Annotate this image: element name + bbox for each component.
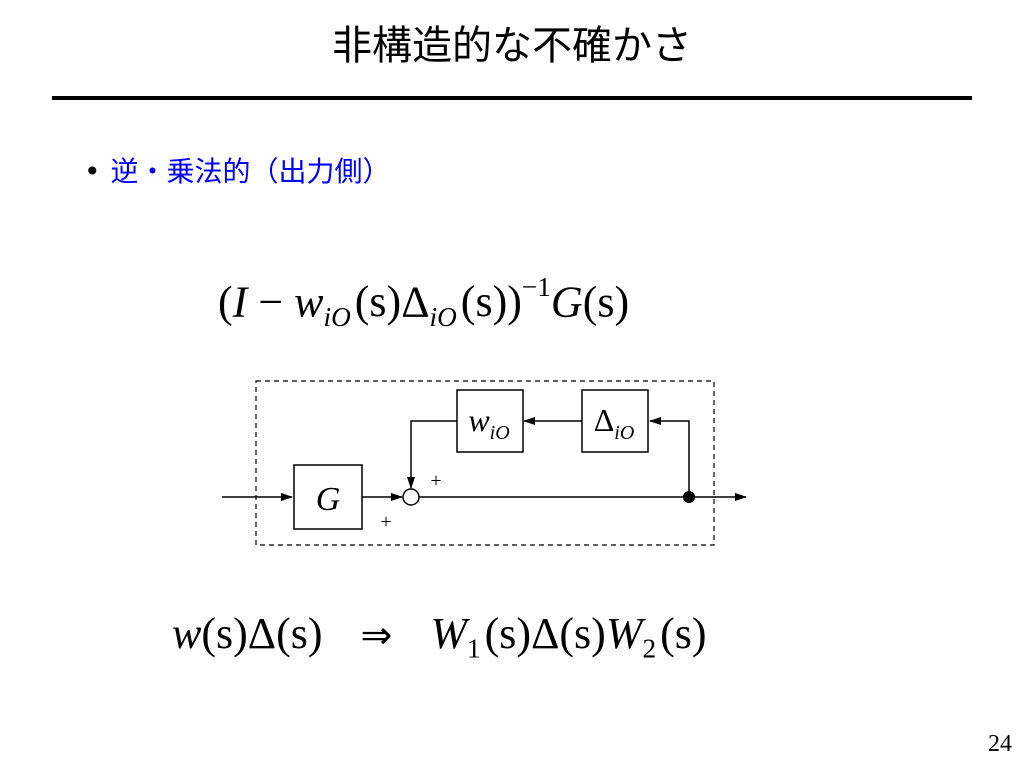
block-delta-label: ΔiO (594, 402, 635, 444)
formula-main-arg3: (s) (582, 277, 630, 327)
formula-bottom-w1: W (430, 609, 468, 658)
bullet-text: 逆・乗法的（出力側） (110, 155, 391, 188)
formula-bottom-w2: W (605, 609, 643, 658)
formula-main-weight: w (294, 277, 324, 327)
summing-junction (402, 488, 420, 506)
formula-bottom-w1-sub: 1 (467, 633, 481, 664)
block-delta (581, 389, 649, 453)
implies-arrow: ⇒ (360, 613, 393, 657)
formula-bottom-w: w (172, 609, 202, 658)
formula-main-minus: − (247, 277, 295, 327)
block-w-label: wiO (468, 402, 509, 444)
formula-main-weight-sub: iO (323, 302, 351, 332)
formula-main-plant: G (550, 277, 583, 327)
formula-main-exponent: −1 (521, 272, 551, 302)
formula-bottom-end: (s) (660, 609, 707, 658)
formula-bottom-mid: (s)Δ(s) (484, 609, 606, 658)
block-w (456, 389, 524, 453)
bullet-dot: • (84, 155, 101, 188)
slide-title: 非構造的な不確かさ (332, 23, 692, 69)
block-g-label: G (316, 481, 341, 518)
formula-main-delta-sub: iO (429, 302, 457, 332)
formula-bottom-lhs: (s)Δ(s) (201, 609, 323, 658)
formula-main-arg2: (s)) (460, 277, 522, 327)
bullet-item: • 逆・乗法的（出力側） (84, 150, 391, 190)
title-underline (52, 96, 972, 100)
formula-main-delta: Δ (401, 277, 430, 327)
formula-bottom: w(s)Δ(s)⇒W1(s)Δ(s)W2(s) (172, 612, 707, 663)
formula-main-arg1: (s) (354, 277, 402, 327)
sum-sign-bottom: + (380, 511, 391, 533)
formula-main-open-paren: ( (218, 277, 233, 327)
block-g (293, 464, 363, 530)
w-to-sum-line (407, 420, 457, 489)
branch-to-delta-line (649, 417, 690, 497)
formula-main-identity: I (232, 277, 248, 327)
formula-bottom-w2-sub: 2 (642, 633, 657, 664)
sum-sign-top: + (430, 470, 441, 492)
page-number: 24 (988, 731, 1012, 757)
formula-main: (I − wiO(s)ΔiO(s))−1G(s) (218, 272, 630, 332)
uncertainty-dashed-boundary (255, 380, 715, 546)
